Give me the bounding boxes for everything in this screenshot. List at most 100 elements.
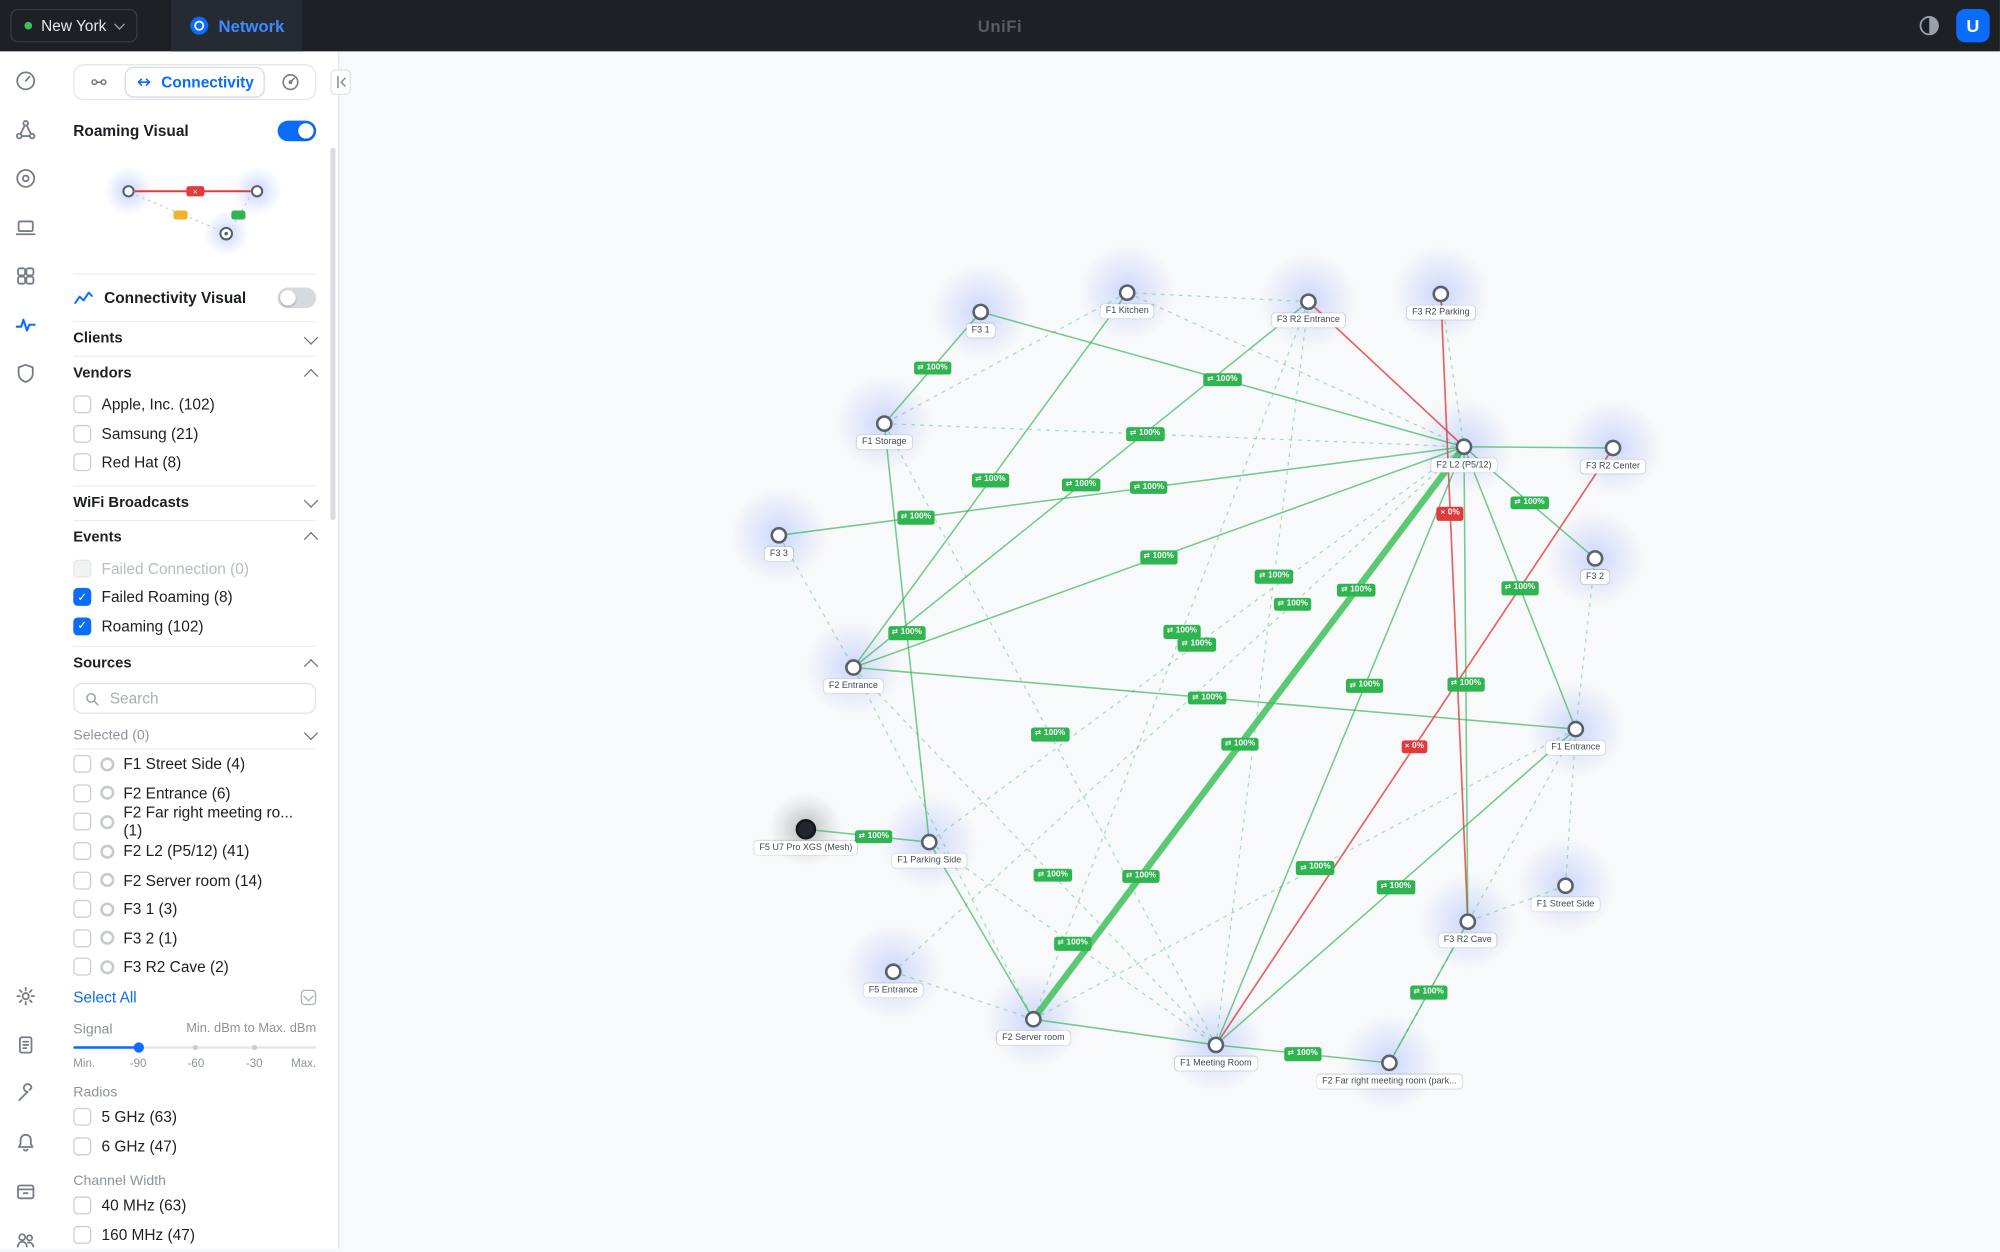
security-icon xyxy=(17,363,34,383)
ap-node-f1-meeting-room[interactable] xyxy=(1207,1036,1225,1054)
slider-handle[interactable] xyxy=(133,1042,144,1053)
section-sources[interactable]: Sources xyxy=(73,647,319,680)
select-all-link[interactable]: Select All xyxy=(73,988,137,1007)
site-picker[interactable]: New York xyxy=(10,8,138,43)
theme-toggle-icon[interactable] xyxy=(1918,14,1941,37)
nav-settings[interactable] xyxy=(14,985,37,1008)
connectivity-visual-toggle[interactable] xyxy=(277,287,317,309)
checkbox[interactable] xyxy=(73,424,92,443)
nav-admins[interactable] xyxy=(14,1229,37,1252)
nav-security[interactable] xyxy=(14,362,37,385)
ap-node-f3-r2-cave[interactable] xyxy=(1459,913,1477,931)
roam-arrows-icon: ⇄ xyxy=(1181,640,1188,649)
ap-node-f3-3[interactable] xyxy=(770,526,788,544)
ap-node-f3-r2-parking[interactable] xyxy=(1432,285,1450,303)
sources-selected-dropdown[interactable]: Selected (0) xyxy=(73,721,319,750)
source-item[interactable]: F1 Street Side (4) xyxy=(73,750,316,779)
ap-node-f3-2[interactable] xyxy=(1586,550,1604,567)
ap-node-f3-r2-entrance[interactable] xyxy=(1300,293,1317,311)
vendor-filter-apple[interactable]: Apple, Inc. (102) xyxy=(73,390,316,419)
sources-search[interactable] xyxy=(73,682,317,714)
checkbox[interactable] xyxy=(73,755,92,774)
ap-node-f1-street-side[interactable] xyxy=(1557,877,1574,895)
nav-releases[interactable] xyxy=(14,1180,37,1203)
section-events[interactable]: Events xyxy=(73,521,319,554)
tab-roaming[interactable] xyxy=(75,65,124,98)
checkbox[interactable] xyxy=(73,559,92,578)
nav-notifications[interactable] xyxy=(14,1131,37,1154)
vendor-filter-samsung[interactable]: Samsung (21) xyxy=(73,419,316,448)
checkbox[interactable] xyxy=(73,395,92,414)
checkbox[interactable] xyxy=(73,900,92,919)
source-item[interactable]: F3 1 (3) xyxy=(73,895,316,924)
checkbox[interactable] xyxy=(73,958,92,977)
checkbox[interactable] xyxy=(73,453,92,472)
ap-node-f1-kitchen[interactable] xyxy=(1118,284,1136,302)
source-item[interactable]: F3 R2 Cave (2) xyxy=(73,953,316,982)
edge-f1-storage--f2-l2 xyxy=(884,422,1464,448)
sources-search-input[interactable] xyxy=(107,688,305,709)
collapse-sidebar-button[interactable] xyxy=(330,69,351,95)
nav-topology[interactable] xyxy=(14,118,37,141)
roaming-visual-toggle[interactable] xyxy=(277,120,317,142)
collapse-sources-icon[interactable] xyxy=(300,989,317,1005)
section-wifi-broadcasts[interactable]: WiFi Broadcasts xyxy=(73,486,319,519)
checkbox[interactable] xyxy=(73,588,92,607)
ap-node-f2-far-right[interactable] xyxy=(1381,1054,1398,1072)
source-item[interactable]: F3 2 (1) xyxy=(73,924,316,953)
ap-node-f2-entrance[interactable] xyxy=(845,659,862,676)
event-filter-failed-connection[interactable]: Failed Connection (0) xyxy=(73,554,316,583)
section-vendors[interactable]: Vendors xyxy=(73,357,319,390)
ap-node-f2-server-room[interactable] xyxy=(1025,1010,1042,1028)
nav-insights[interactable] xyxy=(14,264,37,287)
checkbox[interactable] xyxy=(73,813,92,832)
source-item[interactable]: F2 Far right meeting ro... (1) xyxy=(73,804,316,840)
sidebar-scrollbar[interactable] xyxy=(330,147,336,520)
unifi-logo[interactable]: U xyxy=(1956,8,1990,43)
nav-statistics[interactable] xyxy=(14,313,37,336)
section-clients[interactable]: Clients xyxy=(73,322,319,355)
checkbox[interactable] xyxy=(73,871,92,890)
checkbox[interactable] xyxy=(73,929,92,948)
checkbox[interactable] xyxy=(73,842,92,861)
ap-node-f2-l2[interactable] xyxy=(1455,438,1473,456)
event-filter-roaming[interactable]: Roaming (102) xyxy=(73,612,316,641)
event-filter-failed-roaming[interactable]: Failed Roaming (8) xyxy=(73,583,316,612)
checkbox[interactable] xyxy=(73,1225,92,1244)
channel-width-label: Channel Width xyxy=(73,1172,167,1189)
vendor-filter-redhat[interactable]: Red Hat (8) xyxy=(73,448,316,477)
chevron-down-icon xyxy=(303,725,319,741)
tab-network[interactable]: Network xyxy=(170,0,303,52)
roaming-success-badge: ⇄100% xyxy=(1033,868,1072,882)
channel-filter-40mhz[interactable]: 40 MHz (63) xyxy=(73,1191,316,1220)
source-item[interactable]: F2 L2 (P5/12) (41) xyxy=(73,837,316,866)
ap-node-f5-u7[interactable] xyxy=(795,819,817,840)
nav-unifi-devices[interactable] xyxy=(14,167,37,190)
nav-client-devices[interactable] xyxy=(14,216,37,239)
roam-arrows-icon: ⇄ xyxy=(1258,572,1266,581)
checkbox[interactable] xyxy=(73,784,92,803)
checkbox[interactable] xyxy=(73,1107,92,1126)
nav-dashboard[interactable] xyxy=(14,69,37,92)
nav-toolbox[interactable] xyxy=(14,1082,37,1105)
checkbox[interactable] xyxy=(73,1136,92,1155)
tab-coverage[interactable] xyxy=(266,65,315,98)
ap-node-f1-parking-side[interactable] xyxy=(920,833,938,851)
source-item[interactable]: F2 Server room (14) xyxy=(73,866,316,895)
channel-filter-160mhz[interactable]: 160 MHz (47) xyxy=(73,1220,316,1249)
ap-node-f1-entrance[interactable] xyxy=(1567,720,1585,738)
tab-connectivity[interactable]: Connectivity xyxy=(124,66,265,98)
checkbox[interactable] xyxy=(73,1196,92,1215)
ap-node-f3-1[interactable] xyxy=(972,303,990,321)
radio-filter-6ghz[interactable]: 6 GHz (47) xyxy=(73,1131,316,1160)
ap-node-f3-r2-center[interactable] xyxy=(1604,439,1622,457)
radio-filter-5ghz[interactable]: 5 GHz (63) xyxy=(73,1102,316,1131)
signal-slider[interactable] xyxy=(73,1038,317,1056)
checkbox[interactable] xyxy=(73,617,92,636)
ap-node-f1-storage[interactable] xyxy=(875,415,893,432)
nav-logs[interactable] xyxy=(14,1033,37,1056)
ap-node-f5-entrance[interactable] xyxy=(884,963,902,981)
source-item[interactable]: F2 Entrance (6) xyxy=(73,779,316,808)
